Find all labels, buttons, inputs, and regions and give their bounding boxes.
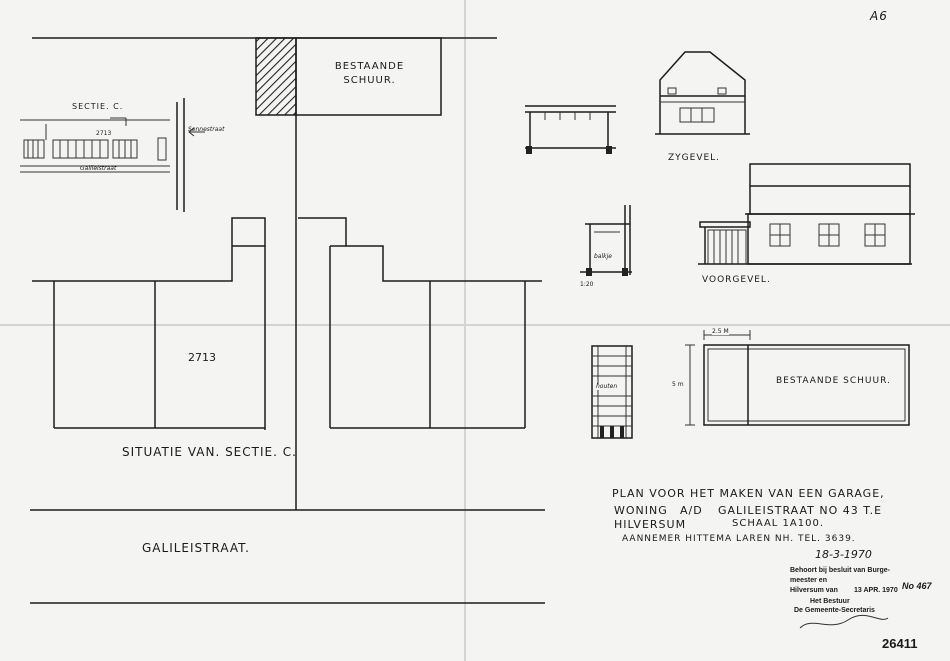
dimension-depth: 5 m: [672, 381, 684, 388]
stamp-date: 13 APR. 1970: [854, 587, 898, 594]
signature: [799, 614, 889, 629]
north-arrow-head: [188, 127, 195, 137]
side-elevation-label: ZYGEVEL.: [668, 153, 721, 163]
house-right-outline: [298, 217, 542, 282]
title-line-3-a: HILVERSUM: [614, 518, 687, 531]
garage-lintel: [699, 221, 751, 228]
site-plan: [30, 37, 545, 604]
title-line-2-b: A/D: [680, 504, 703, 517]
key-map-parcel: 2713: [96, 130, 112, 137]
title-line-2-a: WONING: [614, 504, 668, 517]
side-elevation-drawing: [655, 51, 750, 135]
stamp-line-5: De Gemeente-Secretaris: [794, 607, 875, 614]
stair-label: houten: [596, 383, 618, 390]
house-left-outline: [32, 217, 266, 282]
wall-section-drawing: [580, 205, 632, 276]
floorplan-inner: [707, 348, 906, 422]
section-label: SECTIE. C.: [72, 102, 124, 111]
existing-shed-outline: [295, 37, 442, 116]
north-arrow-label: Sennestraat: [188, 126, 225, 133]
new-garage-hatched: [255, 37, 297, 116]
foundation-detail: [591, 345, 633, 439]
stamp-line-4: Het Bestuur: [810, 598, 850, 605]
stamp-line-2: meester en: [790, 577, 827, 584]
dimension-width: 2.5 M: [712, 328, 729, 335]
title-line-4: AANNEMER HITTEMA LAREN NH. TEL. 3639.: [622, 534, 856, 544]
floorplan-label: BESTAANDE SCHUUR.: [776, 376, 891, 386]
title-line-2-c: GALILEISTRAAT NO 43 T.E: [718, 504, 883, 517]
corner-mark: A6: [870, 9, 888, 23]
section-number: 1:20: [580, 281, 594, 288]
front-elevation-label: VOORGEVEL.: [702, 275, 771, 285]
title-line-3-b: SCHAAL 1A100.: [732, 518, 825, 529]
site-plan-title: SITUATIE VAN. SECTIE. C.: [122, 445, 297, 459]
title-line-1: PLAN VOOR HET MAKEN VAN EEN GARAGE,: [612, 487, 885, 500]
stamp-line-1: Behoort bij besluit van Burge-: [790, 567, 890, 574]
roof-section-drawing: [525, 105, 616, 154]
side-gable-outline: [659, 51, 746, 134]
key-map: [20, 98, 205, 212]
section-note: balkje: [594, 253, 612, 260]
key-map-street: Galileistraat: [80, 165, 117, 172]
stamp-line-3: Hilversum van: [790, 587, 838, 594]
front-roof-upper: [749, 163, 911, 187]
street-name: GALILEISTRAAT.: [142, 541, 250, 555]
stamp-number: No 467: [902, 581, 932, 591]
archive-number: 26411: [882, 636, 918, 651]
parcel-number: 2713: [188, 351, 216, 364]
side-window: [679, 107, 715, 123]
garage-floor-plan: [685, 330, 910, 426]
floorplan-outer: [703, 344, 910, 426]
existing-shed-label-top: BESTAANDE SCHUUR.: [334, 61, 405, 86]
title-date: 18-3-1970: [815, 548, 872, 561]
front-elevation-drawing: [698, 163, 915, 265]
